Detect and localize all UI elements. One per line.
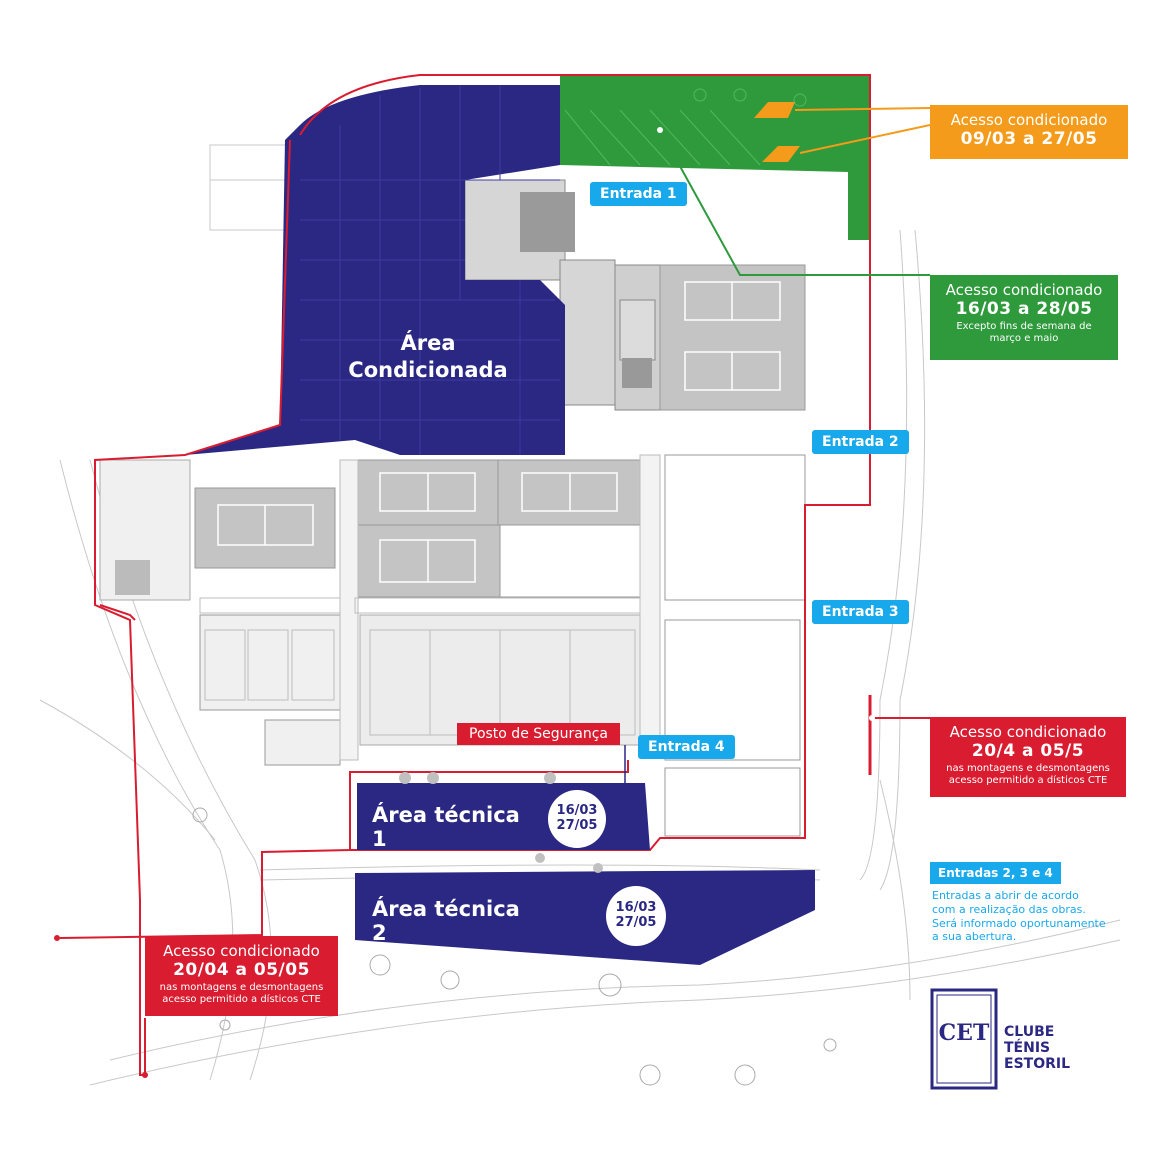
green-access-zone bbox=[560, 75, 870, 240]
area-tecnica-2-date-end: 27/05 bbox=[615, 915, 657, 930]
red-right-callout-dates: 20/4 a 05/5 bbox=[971, 741, 1085, 761]
orange-zone-top bbox=[754, 102, 795, 118]
red-right-callout-line1: Acesso condicionado bbox=[949, 723, 1107, 741]
entrance-2-label: Entrada 2 bbox=[812, 430, 909, 454]
logo-shield-inner bbox=[936, 994, 992, 1084]
logo-line3: ESTORIL bbox=[1004, 1056, 1071, 1073]
orange-zone-bottom bbox=[762, 146, 800, 162]
logo-line1: CLUBE bbox=[1004, 1024, 1055, 1040]
logo-line2: TÉNIS bbox=[1004, 1040, 1051, 1057]
red-leader-left-dot bbox=[142, 1072, 148, 1078]
buildings bbox=[99, 179, 806, 837]
green-leader bbox=[659, 129, 930, 276]
entrance-3-label: Entrada 3 bbox=[812, 600, 909, 624]
area-condicionada-line1: Área bbox=[400, 331, 456, 355]
entrances-note-line1: Entradas a abrir de acordo bbox=[932, 889, 1079, 902]
entrance-1-label: Entrada 1 bbox=[590, 182, 687, 206]
perimeter-line-2 bbox=[99, 604, 136, 621]
red-right-callout-note2: acesso permitido a dísticos CTE bbox=[948, 775, 1108, 787]
security-post-label: Posto de Segurança bbox=[457, 723, 621, 745]
area-tecnica-2-date-start: 16/03 bbox=[615, 900, 657, 916]
orange-access-callout: Acesso condicionado 09/03 a 27/05 bbox=[930, 105, 1128, 159]
area-tecnica-2-dates: 16/03 27/05 bbox=[606, 886, 666, 946]
green-access-callout: Acesso condicionado 16/03 a 28/05 Except… bbox=[930, 275, 1118, 360]
area-condicionada-label: Área Condicionada bbox=[338, 330, 518, 385]
area-condicionada-line2: Condicionada bbox=[348, 358, 508, 383]
red-right-callout-note1: nas montagens e desmontagens bbox=[946, 763, 1110, 775]
entrances-note-title: Entradas 2, 3 e 4 bbox=[930, 862, 1061, 884]
entrances-note-line3: Será informado oportunamente bbox=[932, 916, 1106, 930]
area-tecnica-1-dates: 16/03 27/05 bbox=[548, 790, 606, 848]
red-left-callout-dates: 20/04 a 05/05 bbox=[173, 960, 310, 980]
orange-callout-dates: 09/03 a 27/05 bbox=[960, 129, 1098, 149]
trees bbox=[192, 807, 837, 1086]
area-tecnica-1-label: Área técnica 1 bbox=[372, 803, 520, 851]
entrances-note-body: Entradas a abrir de acordo com a realiza… bbox=[932, 889, 1142, 944]
red-access-callout-right: Acesso condicionado 20/4 a 05/5 nas mont… bbox=[930, 717, 1126, 797]
logo-shield bbox=[930, 988, 998, 1090]
area-tecnica-2-zone bbox=[355, 870, 815, 965]
logo-monogram: CET bbox=[938, 1020, 990, 1046]
green-leader-dot bbox=[657, 127, 663, 133]
orange-leader-top bbox=[794, 107, 931, 111]
area-condicionada-grid bbox=[300, 86, 560, 455]
green-callout-dates: 16/03 a 28/05 bbox=[955, 299, 1093, 319]
orange-leader-bottom bbox=[799, 124, 931, 154]
green-zone-texture bbox=[564, 88, 807, 166]
green-callout-note2: março e maio bbox=[989, 333, 1059, 345]
entrance-4-label: Entrada 4 bbox=[638, 735, 735, 759]
entrances-note-line2: com a realização das obras. bbox=[932, 902, 1086, 916]
green-callout-line1: Acesso condicionado bbox=[945, 281, 1103, 299]
red-leader-left-dot-2 bbox=[54, 935, 60, 941]
orange-callout-line1: Acesso condicionado bbox=[950, 111, 1108, 129]
red-left-callout-note2: acesso permitido a dísticos CTE bbox=[162, 994, 321, 1006]
tree-dots bbox=[399, 772, 603, 873]
area-condicionada-zone bbox=[185, 85, 565, 455]
area-tecnica-1-date-end: 27/05 bbox=[556, 818, 598, 833]
red-left-callout-note1: nas montagens e desmontagens bbox=[159, 982, 324, 994]
entrances-note-line4: a sua abertura. bbox=[932, 930, 1017, 944]
red-access-callout-left: Acesso condicionado 20/04 a 05/05 nas mo… bbox=[145, 936, 338, 1016]
red-left-callout-line1: Acesso condicionado bbox=[163, 942, 320, 960]
red-leader-right-dot bbox=[869, 715, 875, 721]
area-tecnica-2-label: Área técnica 2 bbox=[372, 897, 520, 945]
area-tecnica-1-date-start: 16/03 bbox=[556, 803, 598, 819]
green-callout-note1: Excepto fins de semana de bbox=[956, 321, 1092, 333]
court-markings bbox=[217, 281, 781, 583]
logo-wordmark: CLUBE TÉNIS ESTORIL bbox=[1004, 1024, 1070, 1072]
